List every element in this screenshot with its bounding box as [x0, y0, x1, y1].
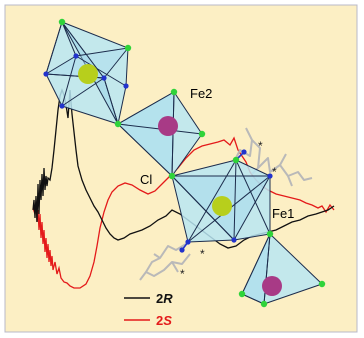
vertex-blue-7: [267, 173, 273, 179]
fe2-atom: [158, 116, 178, 136]
edge: [103, 77, 119, 125]
vertex-blue-6: [231, 237, 237, 243]
legend-label-2R: 2R: [156, 291, 173, 306]
fe1-label: Fe1: [272, 206, 294, 221]
edge: [61, 77, 105, 107]
vertex-green-1: [124, 44, 132, 52]
legend-label-2R-num: 2: [156, 291, 163, 306]
cl-label: Cl: [140, 172, 152, 187]
cl-atom-top: [78, 64, 98, 84]
vertex-green-8: [260, 300, 268, 308]
vertex-green-0: [58, 18, 66, 26]
fe2-label: Fe2: [190, 86, 212, 101]
chiral-star-3: *: [200, 247, 205, 261]
vertex-green-9: [238, 290, 246, 298]
edge: [61, 21, 77, 57]
vertex-blue-8: [241, 149, 247, 155]
polyhedron-vertices: [43, 18, 326, 308]
edge: [45, 21, 63, 75]
atoms: [78, 64, 282, 296]
ligand-lower: [139, 243, 191, 281]
edge: [235, 159, 271, 235]
plot-frame: [4, 4, 358, 333]
edge: [233, 159, 237, 241]
vertex-green-5: [168, 172, 176, 180]
vertex-green-6: [266, 230, 274, 238]
legend-label-2S: 2S: [156, 313, 172, 328]
vertex-blue-5: [185, 239, 191, 245]
vertex-green-3: [170, 88, 178, 96]
vertex-blue-0: [43, 71, 49, 77]
legend-label-2R-suffix: R: [163, 291, 173, 306]
chiral-star-4: *: [180, 267, 185, 281]
edge: [75, 55, 127, 87]
vertex-blue-1: [73, 53, 79, 59]
vertex-blue-3: [123, 83, 129, 89]
cl-atom-center: [212, 196, 232, 216]
edge: [61, 55, 77, 107]
fe1-atom: [262, 276, 282, 296]
vertex-blue-9: [179, 247, 185, 253]
vertex-blue-4: [59, 103, 65, 109]
legend-label-2S-num: 2: [156, 313, 163, 328]
vertex-green-4: [198, 130, 206, 138]
edge: [187, 159, 237, 243]
legend: 2R 2S: [124, 291, 173, 328]
legend-label-2S-suffix: S: [163, 313, 172, 328]
edge: [171, 175, 235, 241]
vertex-green-2: [114, 120, 122, 128]
chiral-star-1: *: [258, 139, 263, 153]
vertex-green-7: [318, 280, 326, 288]
chiral-star-2: *: [272, 165, 277, 179]
vertex-green-10: [232, 156, 240, 164]
vertex-blue-2: [101, 75, 107, 81]
